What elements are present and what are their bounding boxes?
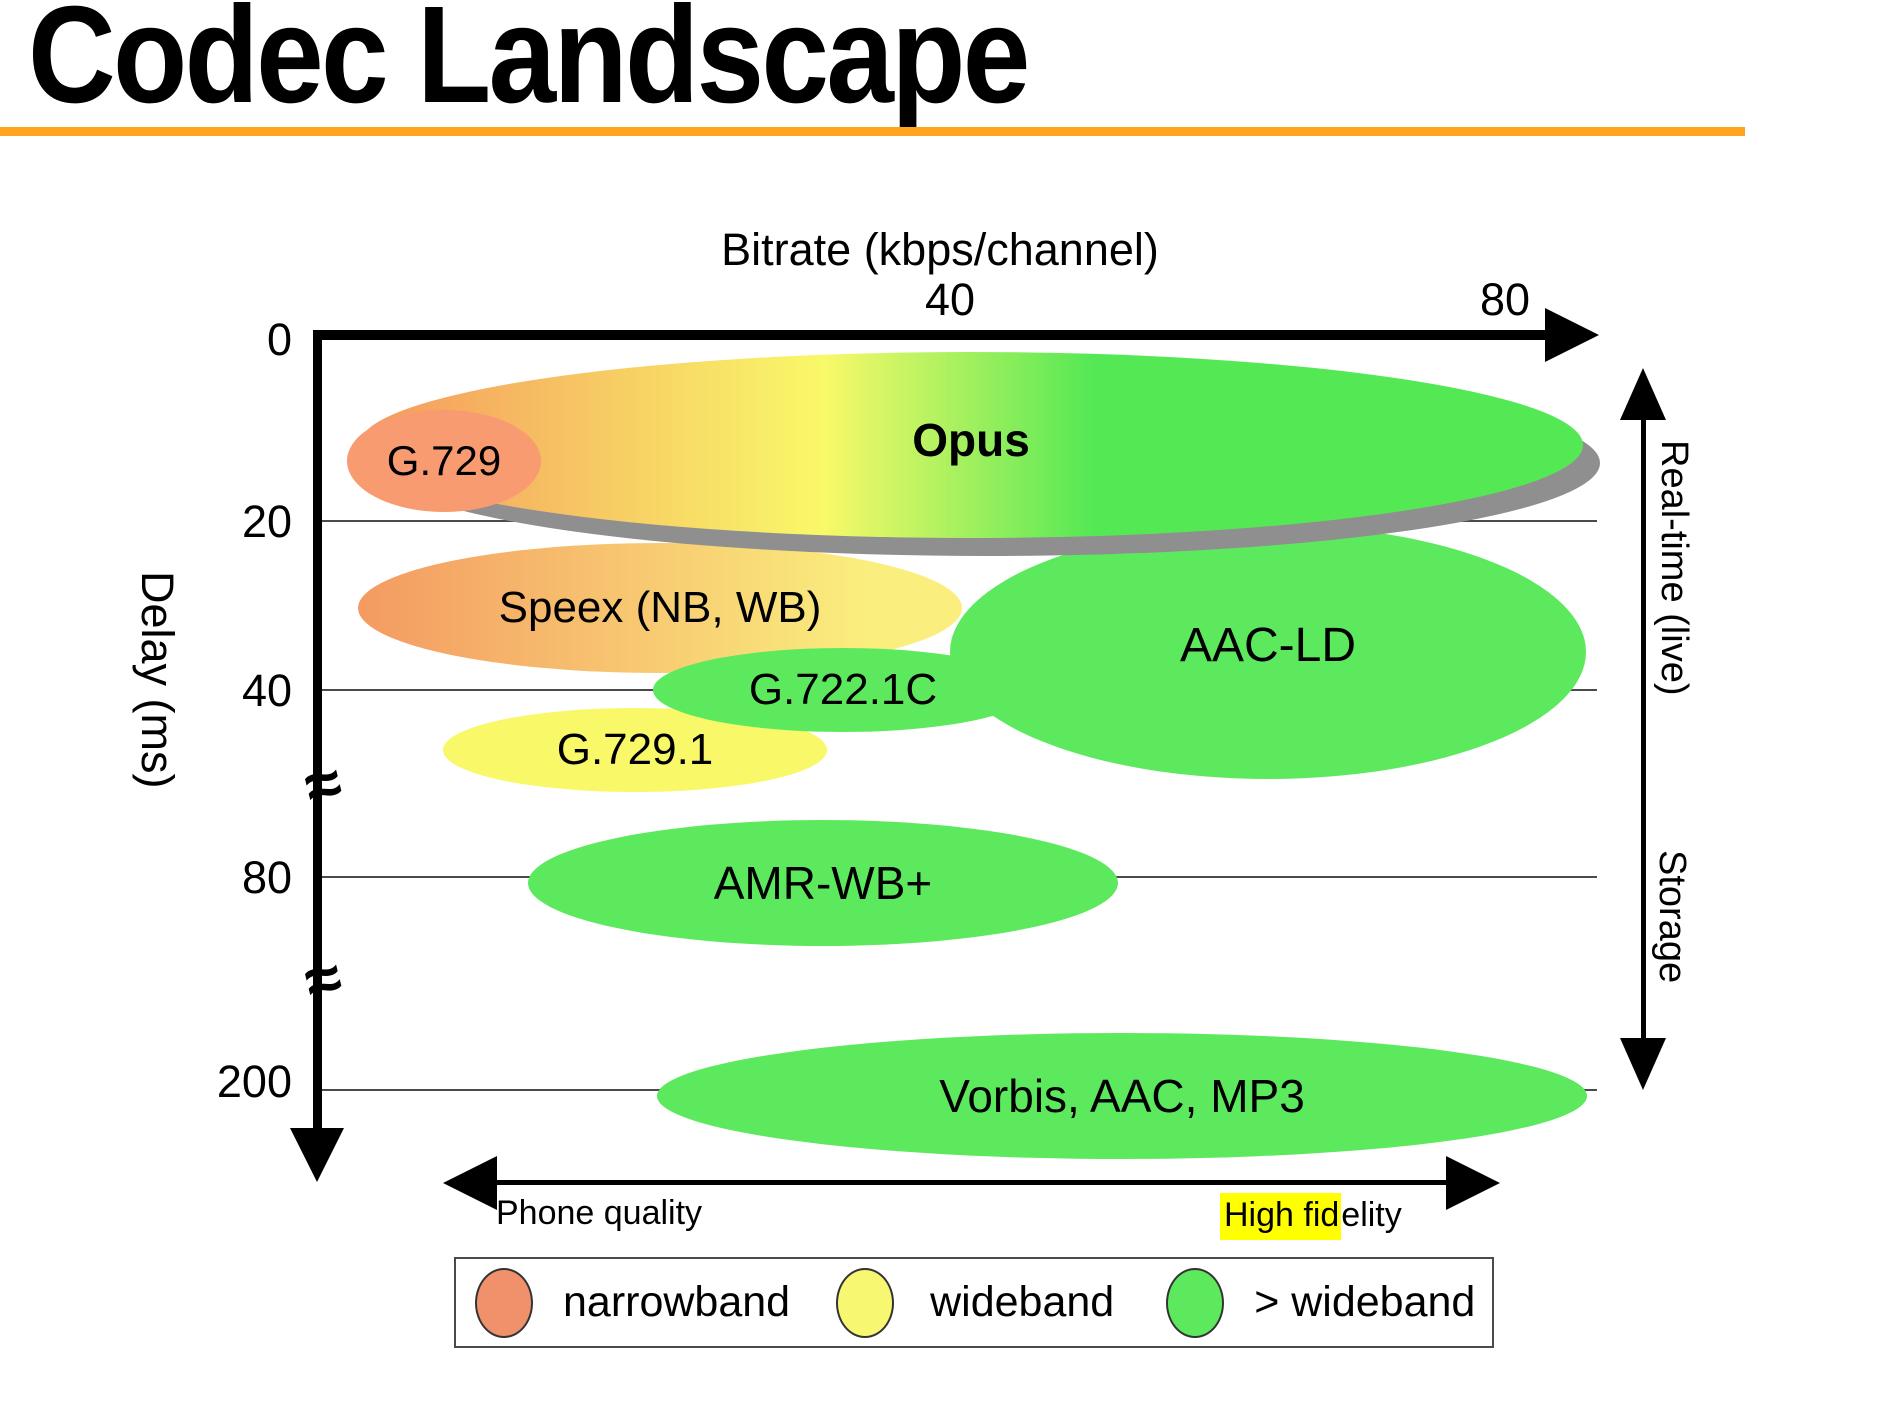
x-axis-title: Bitrate (kbps/channel) bbox=[721, 224, 1159, 275]
arrow-right-icon bbox=[1446, 1156, 1500, 1210]
page-title: Codec Landscape bbox=[28, 0, 1030, 132]
high-fidelity-highlight: High fid bbox=[1220, 1193, 1342, 1240]
codec-bubble-g729: G.729 bbox=[347, 410, 541, 512]
codec-label-g722-1c: G.722.1C bbox=[748, 665, 938, 714]
storage-label: Storage bbox=[1651, 850, 1693, 984]
codec-bubble-aac-ld: AAC-LD bbox=[950, 525, 1586, 779]
narrowband-swatch-icon bbox=[475, 1267, 533, 1338]
y-tick-200: 200 bbox=[216, 1056, 292, 1107]
quality-arrow-line bbox=[492, 1180, 1452, 1185]
x-tick-40: 40 bbox=[924, 274, 976, 325]
title-underline bbox=[0, 127, 1745, 136]
y-tick-80: 80 bbox=[241, 852, 292, 903]
realtime-storage-arrow-line bbox=[1641, 408, 1646, 1044]
x-tick-80: 80 bbox=[1479, 274, 1531, 325]
codec-label-vorbis-aac-mp3: Vorbis, AAC, MP3 bbox=[939, 1070, 1305, 1122]
y-tick-20: 20 bbox=[241, 496, 292, 547]
arrow-up-icon bbox=[1620, 368, 1666, 420]
codec-label-opus: Opus bbox=[912, 414, 1030, 466]
codec-bubble-opus: Opus bbox=[359, 352, 1583, 538]
high-fidelity-label: High fidelity bbox=[1220, 1193, 1402, 1240]
realtime-live-label: Real-time (live) bbox=[1653, 440, 1695, 696]
legend-label-super-wideband: > wideband bbox=[1254, 1278, 1476, 1326]
y-tick-0: 0 bbox=[266, 314, 292, 365]
wideband-swatch-icon bbox=[836, 1267, 895, 1338]
arrow-down-icon bbox=[1620, 1038, 1666, 1090]
codec-bubble-vorbis-aac-mp3: Vorbis, AAC, MP3 bbox=[657, 1033, 1587, 1159]
legend-label-wideband: wideband bbox=[930, 1278, 1115, 1326]
legend-label-narrowband: narrowband bbox=[563, 1278, 791, 1326]
y-axis-title: Delay (ms) bbox=[132, 571, 183, 789]
y-axis-break-icon: ≈ bbox=[297, 744, 349, 824]
codec-label-amr-wb-plus: AMR-WB+ bbox=[713, 857, 933, 909]
super-wideband-swatch-icon bbox=[1166, 1267, 1225, 1338]
x-axis-line bbox=[313, 330, 1550, 340]
codec-label-speex: Speex (NB, WB) bbox=[498, 583, 822, 632]
codec-label-g729: G.729 bbox=[386, 437, 502, 484]
arrow-left-icon bbox=[443, 1156, 497, 1210]
y-axis-break-icon: ≈ bbox=[297, 939, 349, 1019]
y-axis-arrow-icon bbox=[290, 1128, 344, 1182]
y-tick-40: 40 bbox=[241, 665, 292, 716]
codec-bubble-amr-wb-plus: AMR-WB+ bbox=[528, 820, 1118, 946]
phone-quality-label: Phone quality bbox=[496, 1194, 703, 1232]
legend: narrowband wideband > wideband bbox=[454, 1257, 1494, 1348]
codec-bubble-g722-1c: G.722.1C bbox=[653, 648, 1033, 732]
codec-label-g729-1: G.729.1 bbox=[556, 725, 714, 774]
codec-label-aac-ld: AAC-LD bbox=[1179, 618, 1357, 672]
x-axis-arrow-icon bbox=[1545, 308, 1599, 362]
y-axis-line bbox=[313, 330, 322, 1130]
high-fidelity-rest: elity bbox=[1341, 1196, 1402, 1234]
